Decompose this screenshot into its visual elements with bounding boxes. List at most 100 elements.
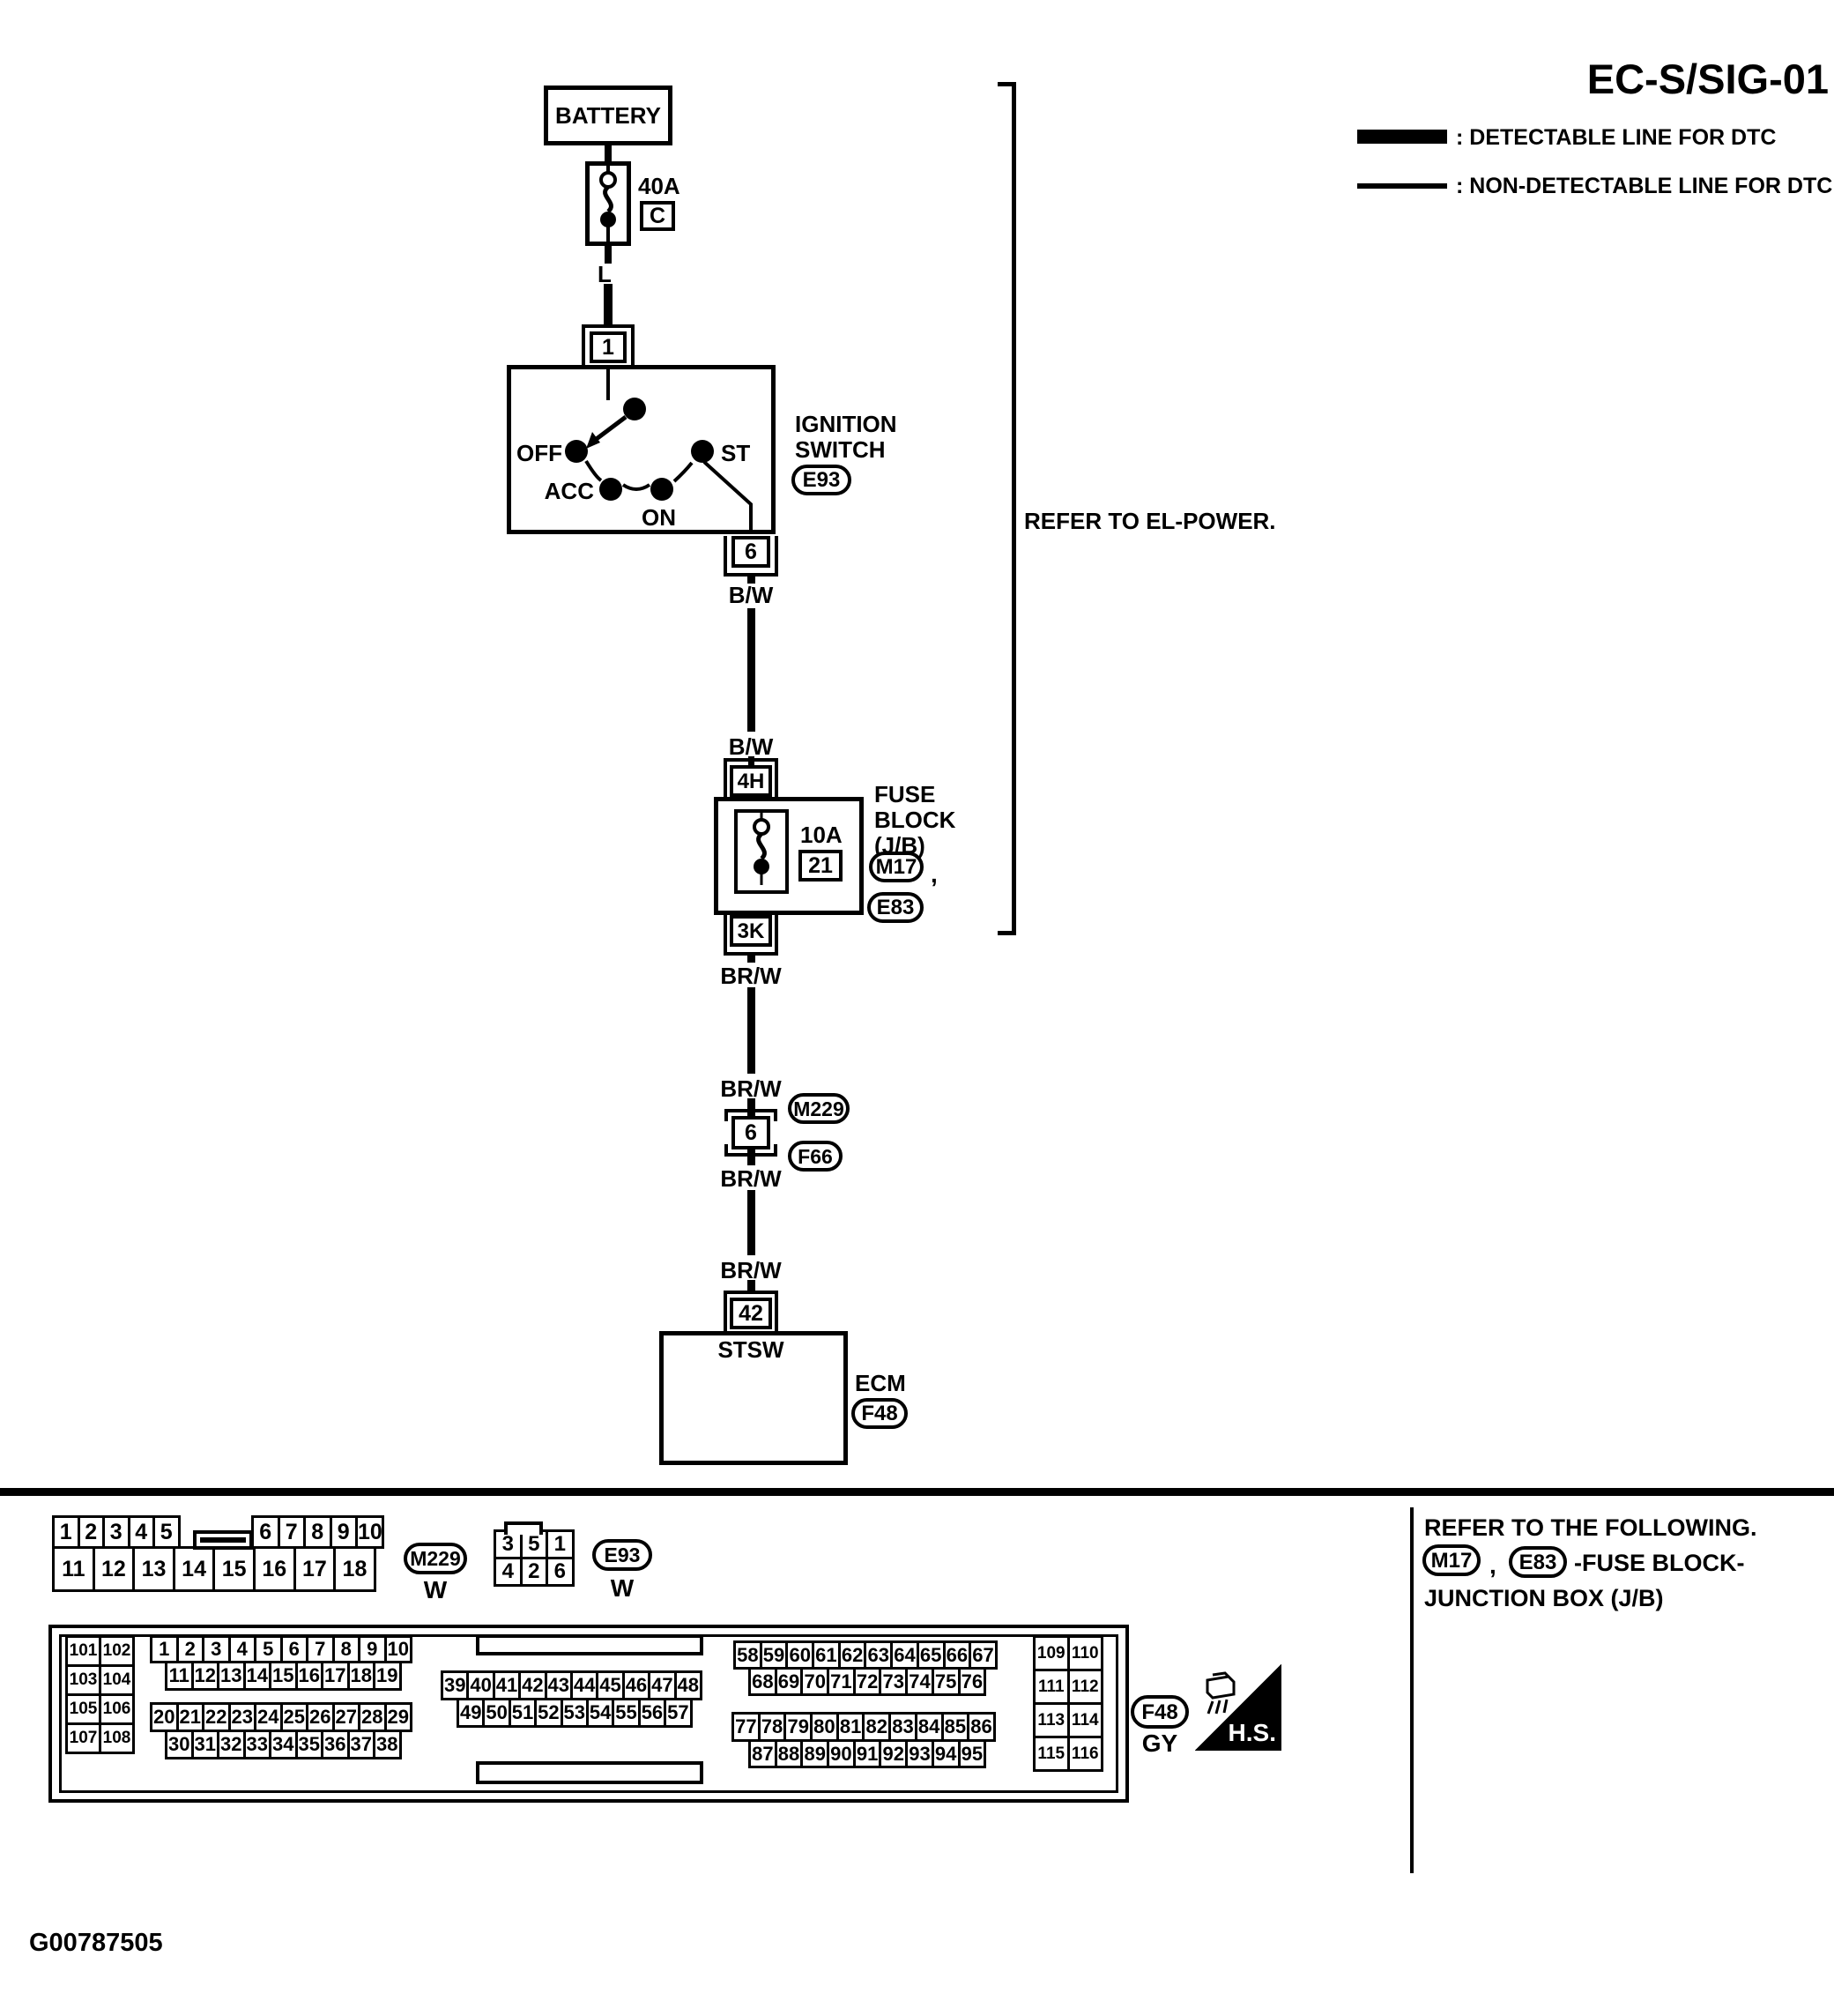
hs-icon-label: H.S. <box>1228 1719 1276 1746</box>
pin-cell: 6 <box>279 1635 308 1663</box>
fusible-link-code-box: C <box>640 201 675 231</box>
pin-cell: 116 <box>1066 1736 1103 1772</box>
pin-cell: 17 <box>321 1661 350 1691</box>
pin-cell: 103 <box>65 1664 101 1696</box>
pin-cell: 56 <box>637 1698 667 1728</box>
el-power-bracket-tick-top <box>998 82 1014 86</box>
pin-cell: 110 <box>1066 1635 1103 1671</box>
pin-cell: 22 <box>202 1702 231 1732</box>
pin-cell: 14 <box>172 1546 216 1592</box>
pin-cell: 8 <box>303 1515 332 1549</box>
refer-following-line2: -FUSE BLOCK- <box>1574 1550 1745 1576</box>
ignition-switch-name-1: IGNITION <box>795 411 897 437</box>
pin-cell: 10 <box>355 1515 384 1549</box>
pin-cell: 4 <box>127 1515 155 1549</box>
pin-cell: 11 <box>52 1546 95 1592</box>
m229-key-slot <box>193 1530 253 1550</box>
ignition-pos-acc: ACC <box>544 478 594 504</box>
wire-battery-to-link <box>605 144 612 163</box>
wire-color-l: L <box>598 261 612 287</box>
pin-cell: 67 <box>969 1640 998 1670</box>
wire-color-brw-3: BR/W <box>720 1165 782 1192</box>
pin-cell: 106 <box>99 1693 135 1725</box>
e93-view-ref: E93 <box>592 1539 652 1571</box>
pin-cell: 3 <box>102 1515 130 1549</box>
wire-seg <box>747 987 755 1074</box>
wire-seg <box>747 1280 755 1294</box>
figure-code: G00787505 <box>29 1929 163 1957</box>
legend-non-detectable-label: : NON-DETECTABLE LINE FOR DTC <box>1456 174 1833 198</box>
refer-following-line3: JUNCTION BOX (J/B) <box>1424 1585 1664 1611</box>
pin-cell: 90 <box>827 1739 856 1768</box>
wire-link-to-l <box>605 246 612 264</box>
pin-cell: 48 <box>673 1670 702 1700</box>
pin-cell: 9 <box>358 1635 387 1663</box>
fuse-icon <box>753 813 770 885</box>
refer-following-ref-m17: M17 <box>1422 1544 1481 1576</box>
pin-cell: 10 <box>383 1635 412 1663</box>
wire-color-brw-1: BR/W <box>720 963 782 989</box>
el-power-bracket-tick-bottom <box>998 931 1014 935</box>
pin-cell: 64 <box>890 1640 919 1670</box>
ecm-ref: F48 <box>851 1398 908 1429</box>
pin-cell: 113 <box>1033 1702 1070 1738</box>
pin-cell: 7 <box>306 1635 335 1663</box>
pin-cell: 31 <box>190 1730 219 1759</box>
ecm-box <box>659 1331 848 1465</box>
connector-6: 6 <box>731 536 770 568</box>
pin-cell: 1 <box>52 1515 80 1549</box>
pin-cell: 16 <box>294 1661 323 1691</box>
pin-cell: 19 <box>373 1661 402 1691</box>
pin-cell: 15 <box>269 1661 298 1691</box>
pin-cell: 53 <box>560 1698 589 1728</box>
wire-color-bw-2: B/W <box>728 733 774 760</box>
pin-cell: 4 <box>494 1557 523 1587</box>
wire-color-brw-4: BR/W <box>720 1257 782 1283</box>
pin-cell: 101 <box>65 1635 101 1667</box>
pin-cell: 2 <box>175 1635 204 1663</box>
page-title: EC-S/SIG-01 <box>1586 56 1829 102</box>
f48-view-ref: F48 <box>1131 1695 1189 1729</box>
pin-cell: 50 <box>482 1698 511 1728</box>
inline-conn-bracket-top <box>724 1109 777 1121</box>
pin-cell: 82 <box>862 1712 892 1742</box>
pin-cell: 75 <box>931 1667 961 1696</box>
pin-cell: 65 <box>916 1640 946 1670</box>
ignition-switch-name-2: SWITCH <box>795 436 886 463</box>
wire-seg <box>747 956 755 963</box>
refer-following-comma: , <box>1489 1551 1496 1579</box>
pin-cell: 26 <box>306 1702 335 1732</box>
pin-cell: 27 <box>331 1702 360 1732</box>
pin-cell: 6 <box>251 1515 280 1549</box>
fuse-block-name-2: BLOCK <box>874 807 956 833</box>
pin-cell: 83 <box>888 1712 917 1742</box>
pin-cell: 70 <box>800 1667 830 1696</box>
pin-cell: 21 <box>175 1702 204 1732</box>
pin-cell: 14 <box>242 1661 271 1691</box>
pin-cell: 109 <box>1033 1635 1070 1671</box>
fuse-amps: 10A <box>800 822 843 848</box>
pin-cell: 81 <box>835 1712 865 1742</box>
pin-cell: 15 <box>212 1546 256 1592</box>
refer-el-power-label: REFER TO EL-POWER. <box>1024 508 1276 534</box>
pin-cell: 66 <box>942 1640 972 1670</box>
pin-cell: 8 <box>331 1635 360 1663</box>
pin-cell: 69 <box>774 1667 804 1696</box>
wire-seg <box>748 756 754 767</box>
wire-seg <box>747 1149 755 1165</box>
pin-cell: 61 <box>812 1640 841 1670</box>
pin-cell: 52 <box>534 1698 563 1728</box>
wire-l-to-conn1 <box>604 284 613 326</box>
pin-cell: 102 <box>99 1635 135 1667</box>
pin-cell: 17 <box>293 1546 337 1592</box>
pin-cell: 43 <box>544 1670 573 1700</box>
